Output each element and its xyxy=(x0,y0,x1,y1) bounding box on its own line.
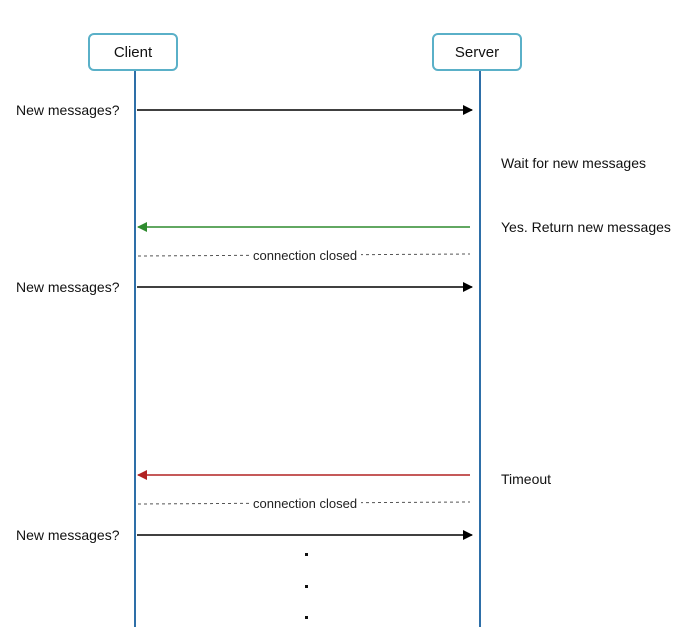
connection-closed-line-2 xyxy=(137,501,471,505)
return-label: Yes. Return new messages xyxy=(501,219,671,235)
connection-closed-label-2: connection closed xyxy=(249,496,362,512)
server-actor: Server xyxy=(432,33,522,71)
request-label-3: New messages? xyxy=(16,527,120,543)
server-lifeline xyxy=(479,71,481,627)
connection-closed-label-1: connection closed xyxy=(249,248,362,264)
client-actor: Client xyxy=(88,33,178,71)
connection-closed-line-1 xyxy=(137,253,471,257)
wait-label: Wait for new messages xyxy=(501,155,646,171)
continuation-dot-1 xyxy=(305,553,308,556)
request-label-2: New messages? xyxy=(16,279,120,295)
continuation-dot-3 xyxy=(305,616,308,619)
request-label-1: New messages? xyxy=(16,102,120,118)
continuation-dot-2 xyxy=(305,585,308,588)
timeout-label: Timeout xyxy=(501,471,552,487)
client-lifeline xyxy=(134,71,136,627)
